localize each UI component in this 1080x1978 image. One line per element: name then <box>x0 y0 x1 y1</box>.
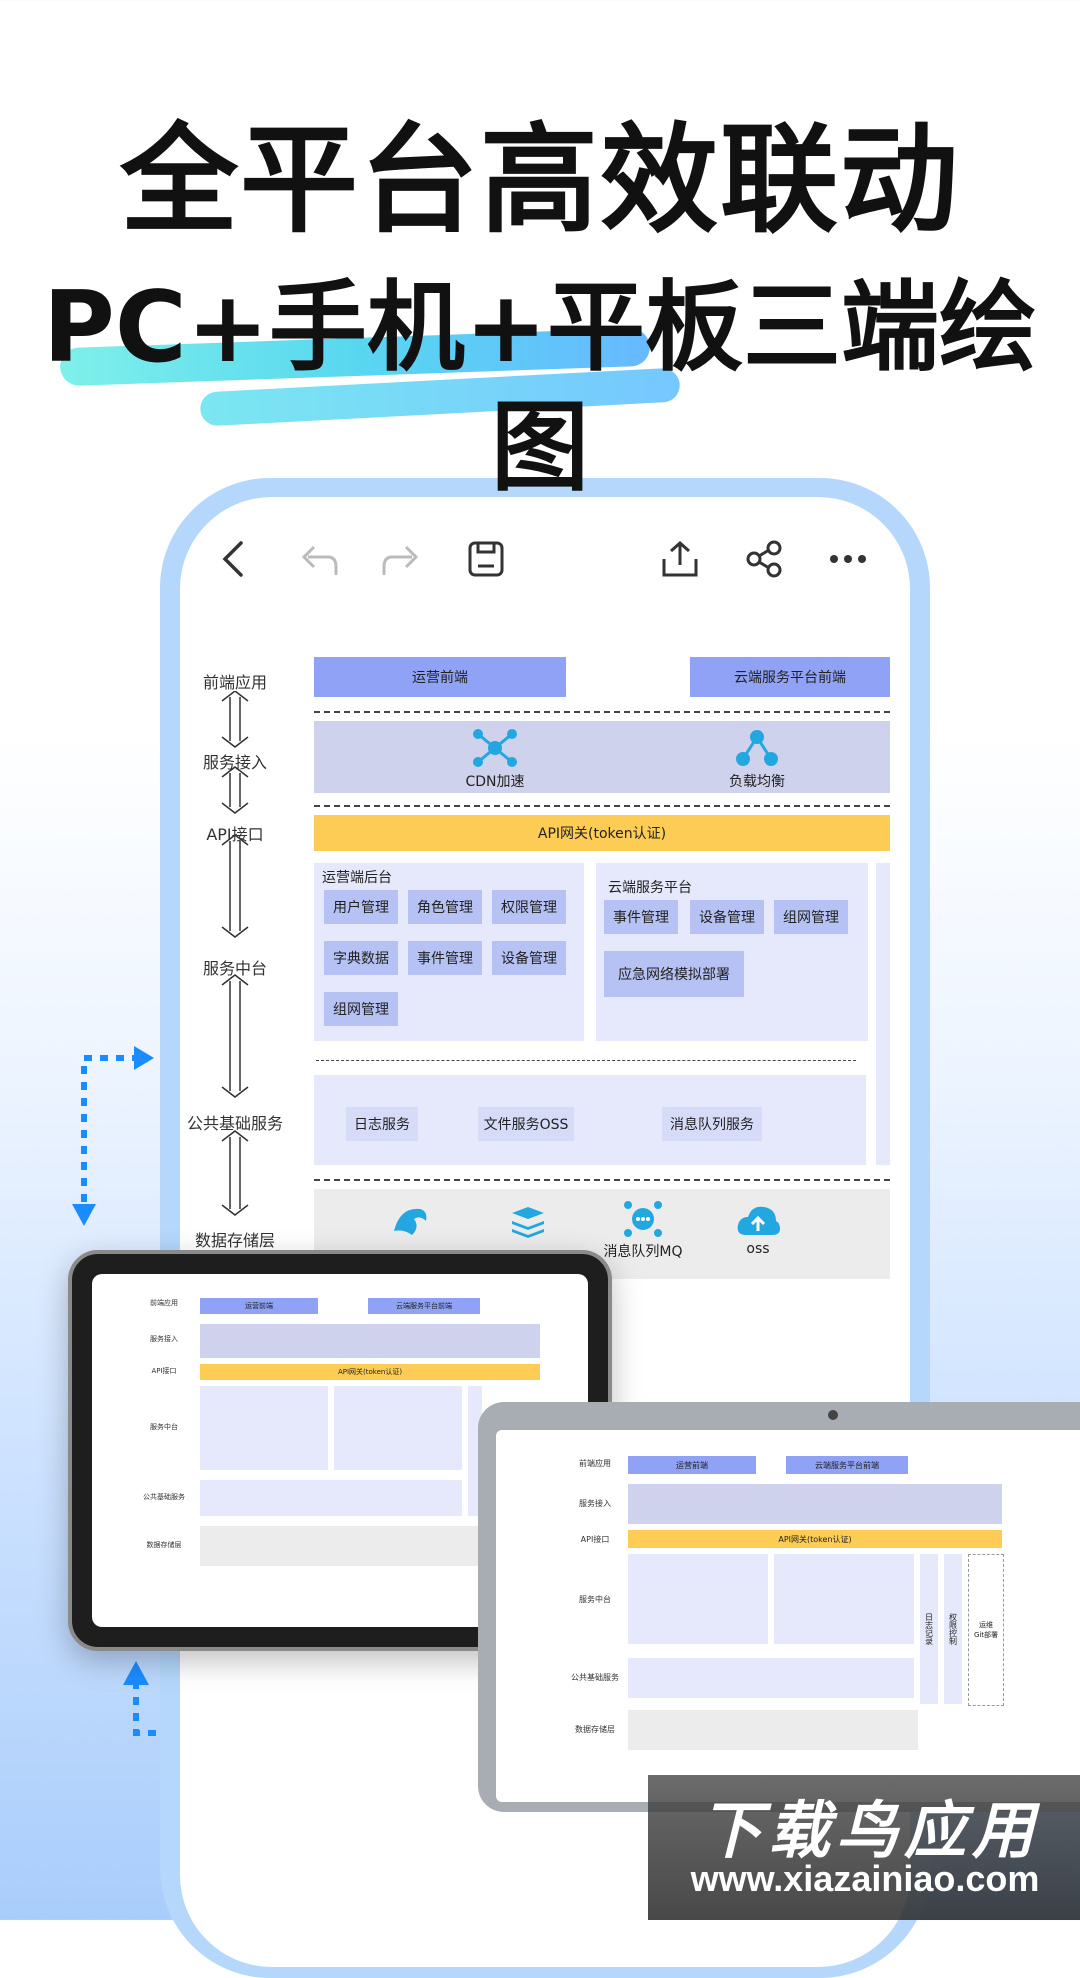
mini-label: 服务中台 <box>579 1595 611 1604</box>
mini-box <box>334 1386 462 1470</box>
back-icon[interactable] <box>210 535 258 583</box>
mini-box <box>628 1710 918 1750</box>
mini-box <box>200 1480 462 1516</box>
cdn-node: CDN加速 <box>440 729 550 791</box>
cloud-upload-icon <box>737 1206 780 1235</box>
mini-label: 数据存储层 <box>146 1541 182 1549</box>
mini-box: 运维 Git部署 <box>968 1554 1004 1706</box>
service-chip: 文件服务OSS <box>478 1107 574 1141</box>
mysql-icon <box>394 1208 427 1235</box>
module-chip: 设备管理 <box>690 900 764 934</box>
mini-label: 前端应用 <box>579 1459 611 1468</box>
side-panel <box>876 863 890 1165</box>
mini-label: 服务中台 <box>150 1423 178 1431</box>
mini-box <box>774 1554 914 1644</box>
network-icon <box>473 729 517 767</box>
redo-icon[interactable] <box>378 535 426 583</box>
redis-node <box>498 1203 558 1243</box>
mini-label: 前端应用 <box>150 1299 178 1307</box>
watermark-bg <box>648 1775 1080 1920</box>
tablet-right: 运营前端 云端服务平台前端 API网关(token认证) 日志记录 权限控制 运… <box>478 1402 1080 1812</box>
oss-node: oss <box>728 1205 788 1257</box>
module-chip: 组网管理 <box>324 992 398 1026</box>
section-title: 云端服务平台 <box>608 880 692 896</box>
mini-box <box>200 1324 540 1358</box>
mini-box: 云端服务平台前端 <box>786 1456 908 1474</box>
mini-box: API网关(token认证) <box>200 1364 540 1380</box>
service-chip: 日志服务 <box>346 1107 418 1141</box>
headline-title: 全平台高效联动 <box>119 111 960 249</box>
mini-box: 日志记录 <box>920 1554 938 1704</box>
mini-diagram: 运营前端 云端服务平台前端 API网关(token认证) 日志记录 权限控制 运… <box>566 1448 1066 1788</box>
mini-box <box>628 1554 768 1644</box>
access-layer <box>314 721 890 793</box>
sync-arrow-top <box>72 1046 154 1226</box>
message-queue-icon <box>624 1201 662 1237</box>
share-icon[interactable] <box>740 535 788 583</box>
layer-label: 前端应用 <box>202 673 267 692</box>
mini-box: 云端服务平台前端 <box>368 1298 480 1314</box>
mini-label: API接口 <box>151 1367 177 1375</box>
mini-label: 服务接入 <box>579 1499 611 1508</box>
export-icon[interactable] <box>656 535 704 583</box>
save-icon[interactable] <box>462 535 510 583</box>
mini-label: 公共基础服务 <box>571 1673 619 1682</box>
section-title: 运营端后台 <box>322 870 392 886</box>
mini-label: 服务接入 <box>150 1335 178 1343</box>
layer-label: 数据存储层 <box>194 1231 275 1250</box>
load-balance-node: 负载均衡 <box>702 729 812 791</box>
frontend-ops: 运营前端 <box>314 657 566 697</box>
tablet-right-screen: 运营前端 云端服务平台前端 API网关(token认证) 日志记录 权限控制 运… <box>496 1430 1080 1802</box>
layer-arrows <box>221 691 249 1216</box>
mini-box <box>200 1386 328 1470</box>
module-chip: 字典数据 <box>324 941 398 975</box>
more-icon[interactable] <box>824 535 872 583</box>
service-chip: 消息队列服务 <box>662 1107 762 1141</box>
module-chip: 事件管理 <box>408 941 482 975</box>
watermark-url: www.xiazainiao.com <box>690 1858 1040 1899</box>
mq-node: 消息队列MQ <box>588 1201 698 1261</box>
module-chip: 组网管理 <box>774 900 848 934</box>
module-chip: 角色管理 <box>408 890 482 924</box>
watermark-title: 下载鸟应用 <box>699 1794 1040 1867</box>
mini-label: 数据存储层 <box>575 1725 615 1734</box>
load-balance-icon <box>736 730 778 766</box>
frontend-cloud: 云端服务平台前端 <box>690 657 890 697</box>
module-chip: 用户管理 <box>324 890 398 924</box>
module-chip: 事件管理 <box>604 900 678 934</box>
mini-box: 运营前端 <box>628 1456 756 1474</box>
module-chip: 权限管理 <box>492 890 566 924</box>
mini-box: 权限控制 <box>944 1554 962 1704</box>
mini-box <box>628 1484 1002 1524</box>
module-chip: 设备管理 <box>492 941 566 975</box>
undo-icon[interactable] <box>294 535 342 583</box>
layer-label: 服务接入 <box>202 753 267 772</box>
mysql-node <box>380 1203 440 1243</box>
mini-label: 公共基础服务 <box>143 1493 185 1501</box>
module-chip: 应急网络模拟部署 <box>604 951 744 997</box>
mini-label: API接口 <box>580 1535 610 1544</box>
api-gateway: API网关(token认证) <box>314 815 890 851</box>
layer-label: 服务中台 <box>202 959 267 978</box>
headline-subtitle: PC+手机+平板三端绘图 <box>43 271 1037 505</box>
mini-box <box>628 1658 914 1698</box>
mini-box: API网关(token认证) <box>628 1530 1002 1548</box>
camera-dot <box>828 1410 838 1420</box>
mini-box: 运营前端 <box>200 1298 318 1314</box>
redis-icon <box>512 1207 544 1238</box>
layer-label: 公共基础服务 <box>186 1114 283 1133</box>
